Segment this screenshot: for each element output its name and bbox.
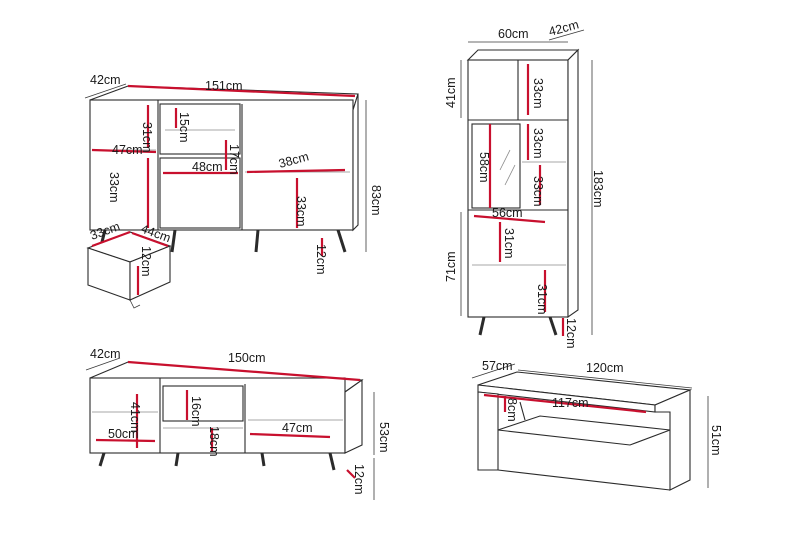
sideboard-drawing <box>84 83 367 256</box>
sideboard-niche-height-label: 15cm <box>177 112 191 143</box>
tall-cabinet-mid-lower-label: 33cm <box>531 176 545 207</box>
sideboard-height-label: 83cm <box>369 185 383 216</box>
tall-cabinet-top-height-label: 41cm <box>444 77 458 108</box>
sideboard-right-lower-height-label: 33cm <box>294 196 308 227</box>
sideboard-left-width-label: 47cm <box>112 143 143 157</box>
sideboard-width-marker <box>127 84 356 98</box>
tv-bench-height-label: 53cm <box>377 422 391 453</box>
tv-bench-left-height-label: 41cm <box>128 402 142 433</box>
sideboard-left-lower-height-label: 33cm <box>107 172 121 203</box>
tall-cabinet-total-height-label: 183cm <box>591 170 605 208</box>
sideboard-left-shelf-height-label: 31cm <box>140 122 154 153</box>
tall-cabinet-bottom-upper-label: 31cm <box>502 228 516 259</box>
coffee-table-drawing <box>471 363 709 491</box>
tall-cabinet-width-label: 60cm <box>498 27 529 41</box>
tv-bench-drawing <box>85 357 375 500</box>
tv-bench-width-label: 150cm <box>228 351 266 365</box>
sideboard-width-label: 151cm <box>205 79 243 93</box>
coffee-table-depth-label: 57cm <box>482 359 513 373</box>
coffee-table-width-label: 120cm <box>586 361 624 375</box>
tall-cabinet-drawing <box>460 29 593 336</box>
sideboard-leg-height-label: 12cm <box>314 244 328 275</box>
sideboard-depth-label: 42cm <box>90 73 121 87</box>
tall-cabinet-mid-upper-label: 33cm <box>531 128 545 159</box>
coffee-table-gap-label: 8cm <box>505 398 519 422</box>
sideboard-drawer-detail <box>86 230 172 309</box>
tall-cabinet-bottom-lower-label: 31cm <box>535 284 549 315</box>
tall-cabinet-glass-label: 58cm <box>477 152 491 183</box>
tv-bench-right-width-label: 47cm <box>282 421 313 435</box>
tv-bench-mid-upper-label: 16cm <box>189 396 203 427</box>
tv-bench-depth-label: 42cm <box>90 347 121 361</box>
drawer-height-label: 12cm <box>139 246 153 277</box>
tv-bench-left-width-label: 50cm <box>108 427 139 441</box>
tv-bench-mid-lower-label: 18cm <box>207 426 221 457</box>
tall-cabinet-leg-height-label: 12cm <box>564 318 578 349</box>
sideboard-drawer-width-label: 48cm <box>192 160 223 174</box>
sideboard-drawer-front-height-label: 17cm <box>227 144 241 175</box>
tv-bench-leg-height-label: 12cm <box>352 464 366 495</box>
coffee-table-height-label: 51cm <box>709 425 723 456</box>
tall-cabinet-top-inner-label: 33cm <box>531 78 545 109</box>
coffee-table-inner-width-label: 117cm <box>552 396 589 410</box>
tall-cabinet-bottom-height-label: 71cm <box>444 251 458 282</box>
tall-cabinet-inner-width-label: 56cm <box>492 206 523 220</box>
